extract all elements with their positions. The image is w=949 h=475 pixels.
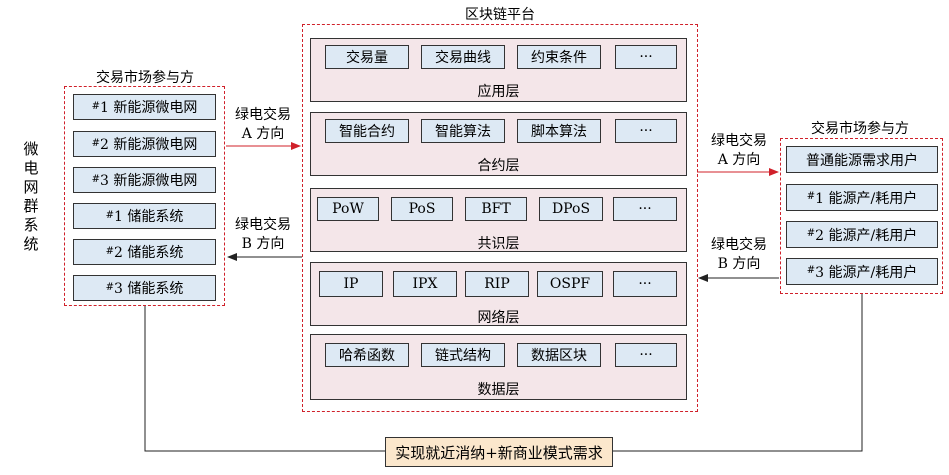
layer-cell: 约束条件 xyxy=(517,45,601,69)
participant-box: #2 能源产/耗用户 xyxy=(786,221,938,248)
layer-cell: 交易量 xyxy=(325,45,409,69)
blockchain-platform xyxy=(302,24,698,412)
layer-name: 网络层 xyxy=(477,310,520,326)
layer-cell: 脚本算法 xyxy=(517,119,601,143)
bottom-connector-left xyxy=(144,305,385,452)
layer-cell: BFT xyxy=(465,197,527,221)
right-group-title: 交易市场参与方 xyxy=(811,121,909,137)
layer-cell: ··· xyxy=(613,197,677,221)
network-layer: IP IPX RIP OSPF ··· 网络层 xyxy=(310,262,687,326)
layer-cell: PoS xyxy=(391,197,453,221)
platform-title: 区块链平台 xyxy=(465,7,535,23)
layer-cell: 智能合约 xyxy=(325,119,409,143)
right-participants-group xyxy=(780,138,943,294)
layer-cell: DPoS xyxy=(539,197,603,221)
participant-box: 普通能源需求用户 xyxy=(786,146,938,173)
participant-box: #3 新能源微电网 xyxy=(73,167,216,193)
layer-cell: 智能算法 xyxy=(421,119,505,143)
layer-cell: 哈希函数 xyxy=(325,343,409,367)
layer-cell: ··· xyxy=(613,271,677,297)
participant-box: #2 储能系统 xyxy=(73,239,216,265)
contract-layer: 智能合约 智能算法 脚本算法 ··· 合约层 xyxy=(310,112,687,176)
participant-box: #1 能源产/耗用户 xyxy=(786,184,938,211)
layer-cell: 链式结构 xyxy=(421,343,505,367)
layer-cell: RIP xyxy=(465,271,529,297)
layer-cell: IP xyxy=(319,271,383,297)
consensus-layer: PoW PoS BFT DPoS ··· 共识层 xyxy=(310,188,687,252)
layer-cell: PoW xyxy=(317,197,379,221)
application-layer: 交易量 交易曲线 约束条件 ··· 应用层 xyxy=(310,38,687,102)
requirement-box: 实现就近消纳+新商业模式需求 xyxy=(385,437,613,467)
participant-box: #3 能源产/耗用户 xyxy=(786,258,938,285)
layer-name: 合约层 xyxy=(477,158,520,174)
layer-cell: ··· xyxy=(615,119,677,143)
participant-box: #1 储能系统 xyxy=(73,203,216,229)
layer-cell: ··· xyxy=(615,45,677,69)
participant-box: #3 储能系统 xyxy=(73,275,216,301)
layer-cell: ··· xyxy=(615,343,677,367)
left-participants-group xyxy=(64,86,225,306)
layer-name: 应用层 xyxy=(477,84,520,100)
layer-name: 共识层 xyxy=(477,236,520,252)
layer-name: 数据层 xyxy=(477,382,520,398)
participant-box: #1 新能源微电网 xyxy=(73,94,216,120)
layer-cell: 数据区块 xyxy=(517,343,601,367)
participant-box: #2 新能源微电网 xyxy=(73,131,216,157)
microgrid-system-label: 微电网群系统 xyxy=(23,140,39,253)
bottom-connector-right xyxy=(613,294,863,452)
data-layer: 哈希函数 链式结构 数据区块 ··· 数据层 xyxy=(310,334,687,400)
left-group-title: 交易市场参与方 xyxy=(96,70,194,86)
layer-cell: IPX xyxy=(393,271,457,297)
layer-cell: 交易曲线 xyxy=(421,45,505,69)
layer-cell: OSPF xyxy=(537,271,603,297)
